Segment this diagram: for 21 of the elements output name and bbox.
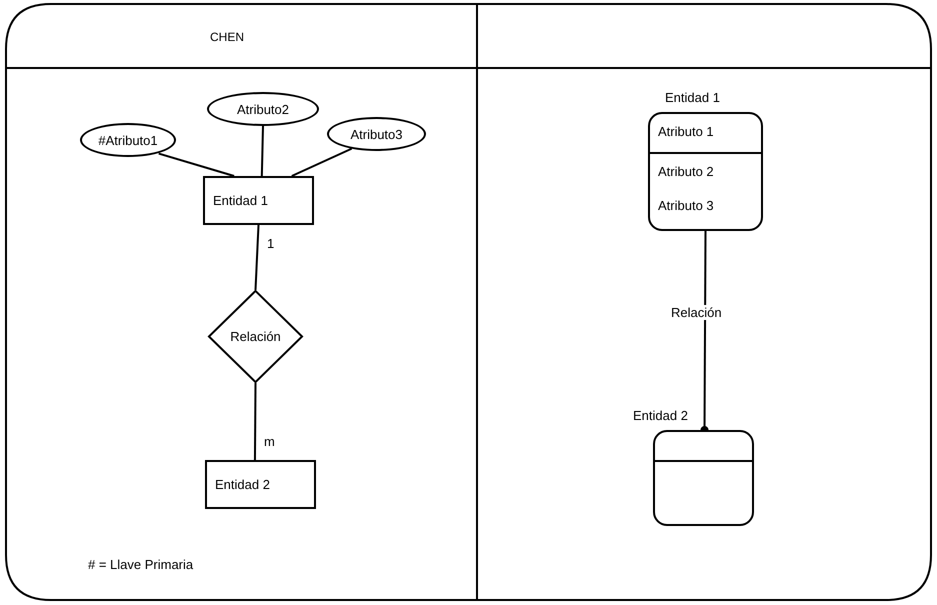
- attribute-ellipse: Atributo3: [327, 117, 426, 151]
- relationship-name: Relación: [230, 329, 281, 344]
- attribute-name: Atributo 3: [658, 198, 714, 213]
- entity-box: Entidad 1: [203, 176, 314, 225]
- entity-box: [653, 430, 754, 526]
- attribute-name: Atributo 2: [658, 164, 714, 179]
- connector-line: [254, 383, 256, 460]
- entity-name: Entidad 2: [633, 408, 688, 423]
- connector-line: [254, 224, 260, 290]
- entity-box: [648, 112, 763, 231]
- connector-line: [260, 126, 264, 176]
- attribute-ellipse: Atributo2: [207, 92, 319, 126]
- edge-label: 1: [266, 236, 276, 251]
- legend-note: # = Llave Primaria: [88, 557, 194, 572]
- header-label: CHEN: [210, 30, 244, 44]
- attribute-ellipse: #Atributo1: [80, 123, 176, 157]
- entity-box: Entidad 2: [205, 460, 316, 509]
- edge-label: Relación: [670, 305, 723, 320]
- connector-line: [158, 152, 234, 177]
- attribute-name: Atributo 1: [658, 124, 714, 139]
- entity-name: Entidad 1: [665, 90, 720, 105]
